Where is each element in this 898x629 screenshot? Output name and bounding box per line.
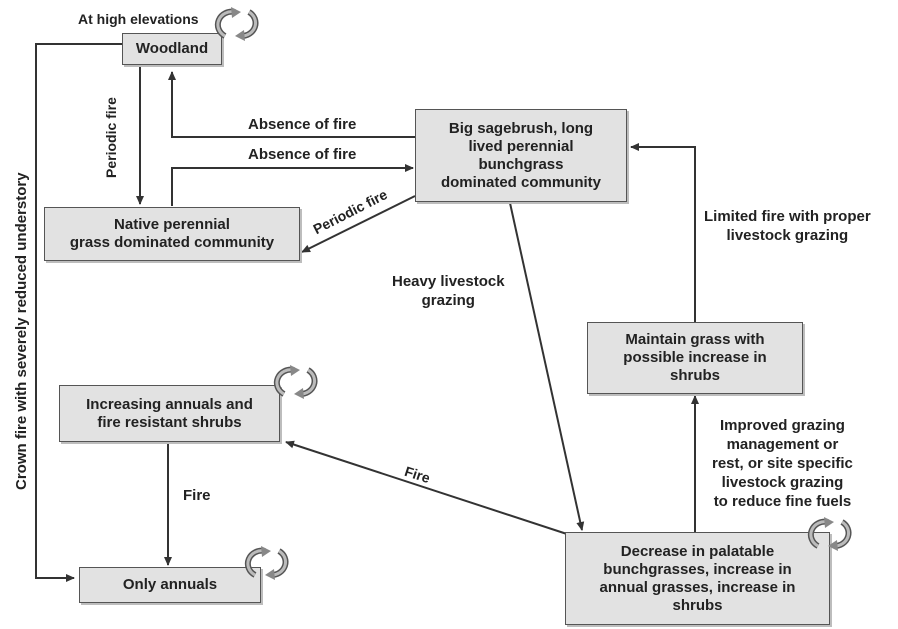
label-limited-fire: Limited fire with proper livestock grazi… bbox=[704, 208, 871, 244]
cycle-arrows-icon bbox=[244, 546, 289, 580]
cycle-arrows-icon bbox=[214, 7, 259, 41]
state-decrease-bunchgrass: Decrease in palatable bunchgrasses, incr… bbox=[565, 532, 830, 625]
cycle-arrows-icon bbox=[273, 365, 318, 399]
state-big-sagebrush: Big sagebrush, long lived perennial bunc… bbox=[415, 109, 627, 202]
label-high-elevations: At high elevations bbox=[78, 11, 199, 27]
label-fire-vertical: Fire bbox=[183, 487, 211, 504]
state-maintain-grass: Maintain grass with possible increase in… bbox=[587, 322, 803, 394]
label-absence-fire-1: Absence of fire bbox=[248, 116, 357, 133]
label-periodic-fire-vertical: Periodic fire bbox=[103, 97, 119, 178]
arrow-crown-fire bbox=[35, 43, 122, 582]
label-absence-fire-2: Absence of fire bbox=[248, 146, 357, 163]
label-crown-fire: Crown fire with severely reduced underst… bbox=[13, 172, 30, 490]
arrow-absence-fire-to-sagebrush bbox=[171, 164, 414, 206]
arrow-absence-fire-to-woodland bbox=[168, 71, 415, 138]
arrow-periodic-fire-diagonal bbox=[301, 195, 416, 253]
state-woodland: Woodland bbox=[122, 33, 222, 65]
arrow-fire-diagonal bbox=[285, 440, 574, 537]
state-native-perennial-grass: Native perennial grass dominated communi… bbox=[44, 207, 300, 261]
label-improved-grazing: Improved grazing management or rest, or … bbox=[712, 417, 853, 510]
label-heavy-grazing: Heavy livestock grazing bbox=[392, 273, 505, 309]
arrow-limited-fire bbox=[630, 143, 696, 322]
cycle-arrows-icon bbox=[807, 517, 852, 551]
state-increasing-annuals: Increasing annuals and fire resistant sh… bbox=[59, 385, 280, 442]
state-only-annuals: Only annuals bbox=[79, 567, 261, 603]
arrow-heavy-grazing bbox=[509, 202, 585, 531]
